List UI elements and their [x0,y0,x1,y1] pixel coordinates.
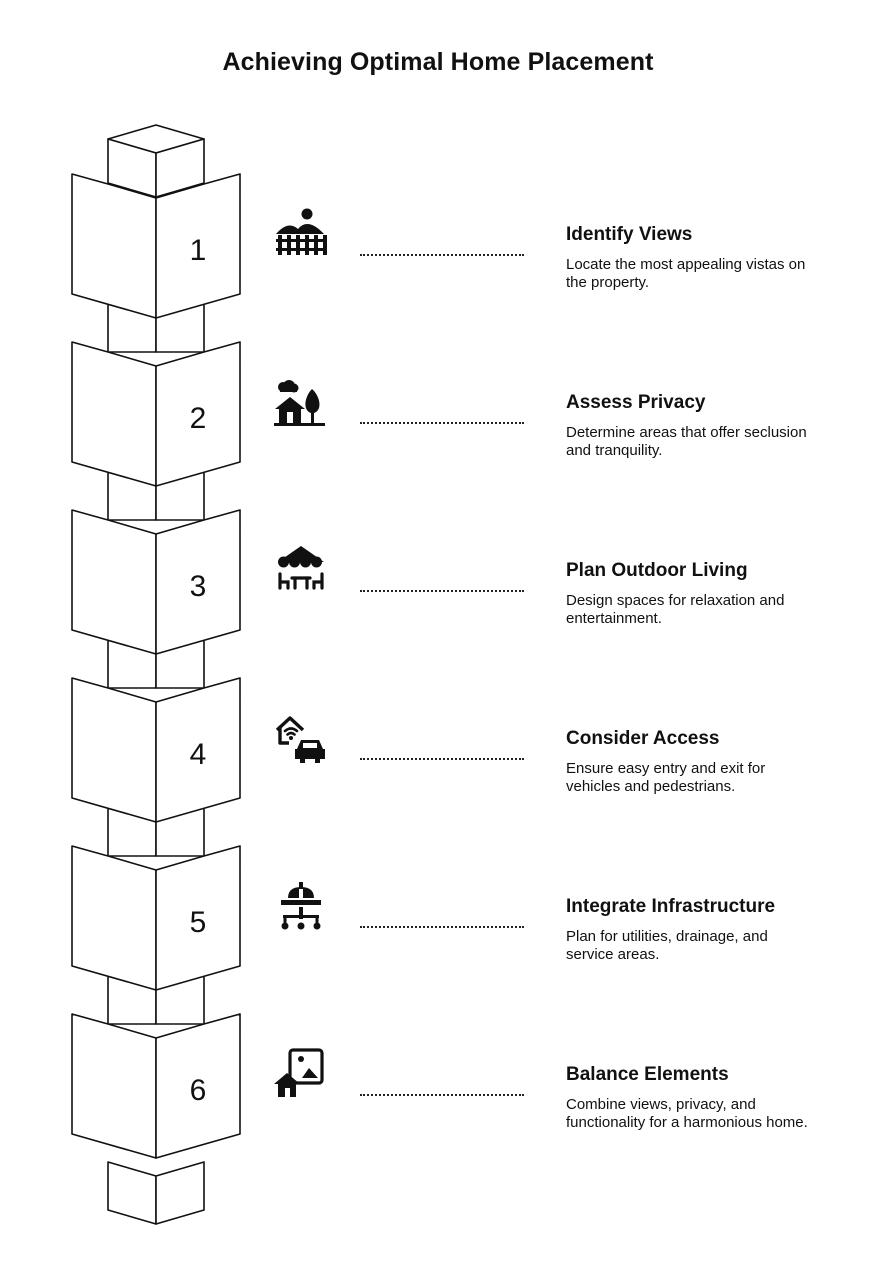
tower-block: 5 [71,845,241,991]
dotted-connector [360,758,524,760]
step-title: Consider Access [566,728,720,749]
block-number: 3 [190,570,207,603]
tower-block: 3 [71,509,241,655]
step-description: Ensure easy entry and exit for vehicles … [566,760,766,795]
block-number: 2 [190,402,207,435]
block-number: 1 [190,234,207,267]
step-description: Locate the most appealing vistas on the … [566,256,806,291]
tower-block: 4 [71,677,241,823]
dotted-connector [360,926,524,928]
dotted-connector [360,422,524,424]
step-title: Assess Privacy [566,392,706,413]
page-title: Achieving Optimal Home Placement [222,48,654,76]
dotted-connector [360,254,524,256]
tower-base [107,1161,205,1225]
step-title: Identify Views [566,224,693,245]
patio-awning-icon [274,544,328,598]
block-number: 6 [190,1074,207,1107]
step-description: Combine views, privacy, and functionalit… [566,1096,808,1131]
block-number: 4 [190,738,207,771]
landscape-fence-icon [274,208,328,262]
step-title: Integrate Infrastructure [566,896,776,917]
tower-block: 6 [71,1013,241,1159]
house-image-icon [274,1048,328,1102]
step-title: Plan Outdoor Living [566,560,748,581]
tower-block: 2 [71,341,241,487]
step-title: Balance Elements [566,1064,729,1085]
block-number: 5 [190,906,207,939]
smart-home-car-icon [274,712,328,766]
dotted-connector [360,590,524,592]
step-description: Plan for utilities, drainage, and servic… [566,928,768,963]
step-description: Determine areas that offer seclusion and… [566,424,807,459]
dotted-connector [360,1094,524,1096]
step-description: Design spaces for relaxation and enterta… [566,592,785,627]
tower-top-cap [107,124,205,198]
house-tree-icon [274,376,328,430]
tower-block: 1 [71,173,241,319]
utility-network-icon [274,880,328,934]
